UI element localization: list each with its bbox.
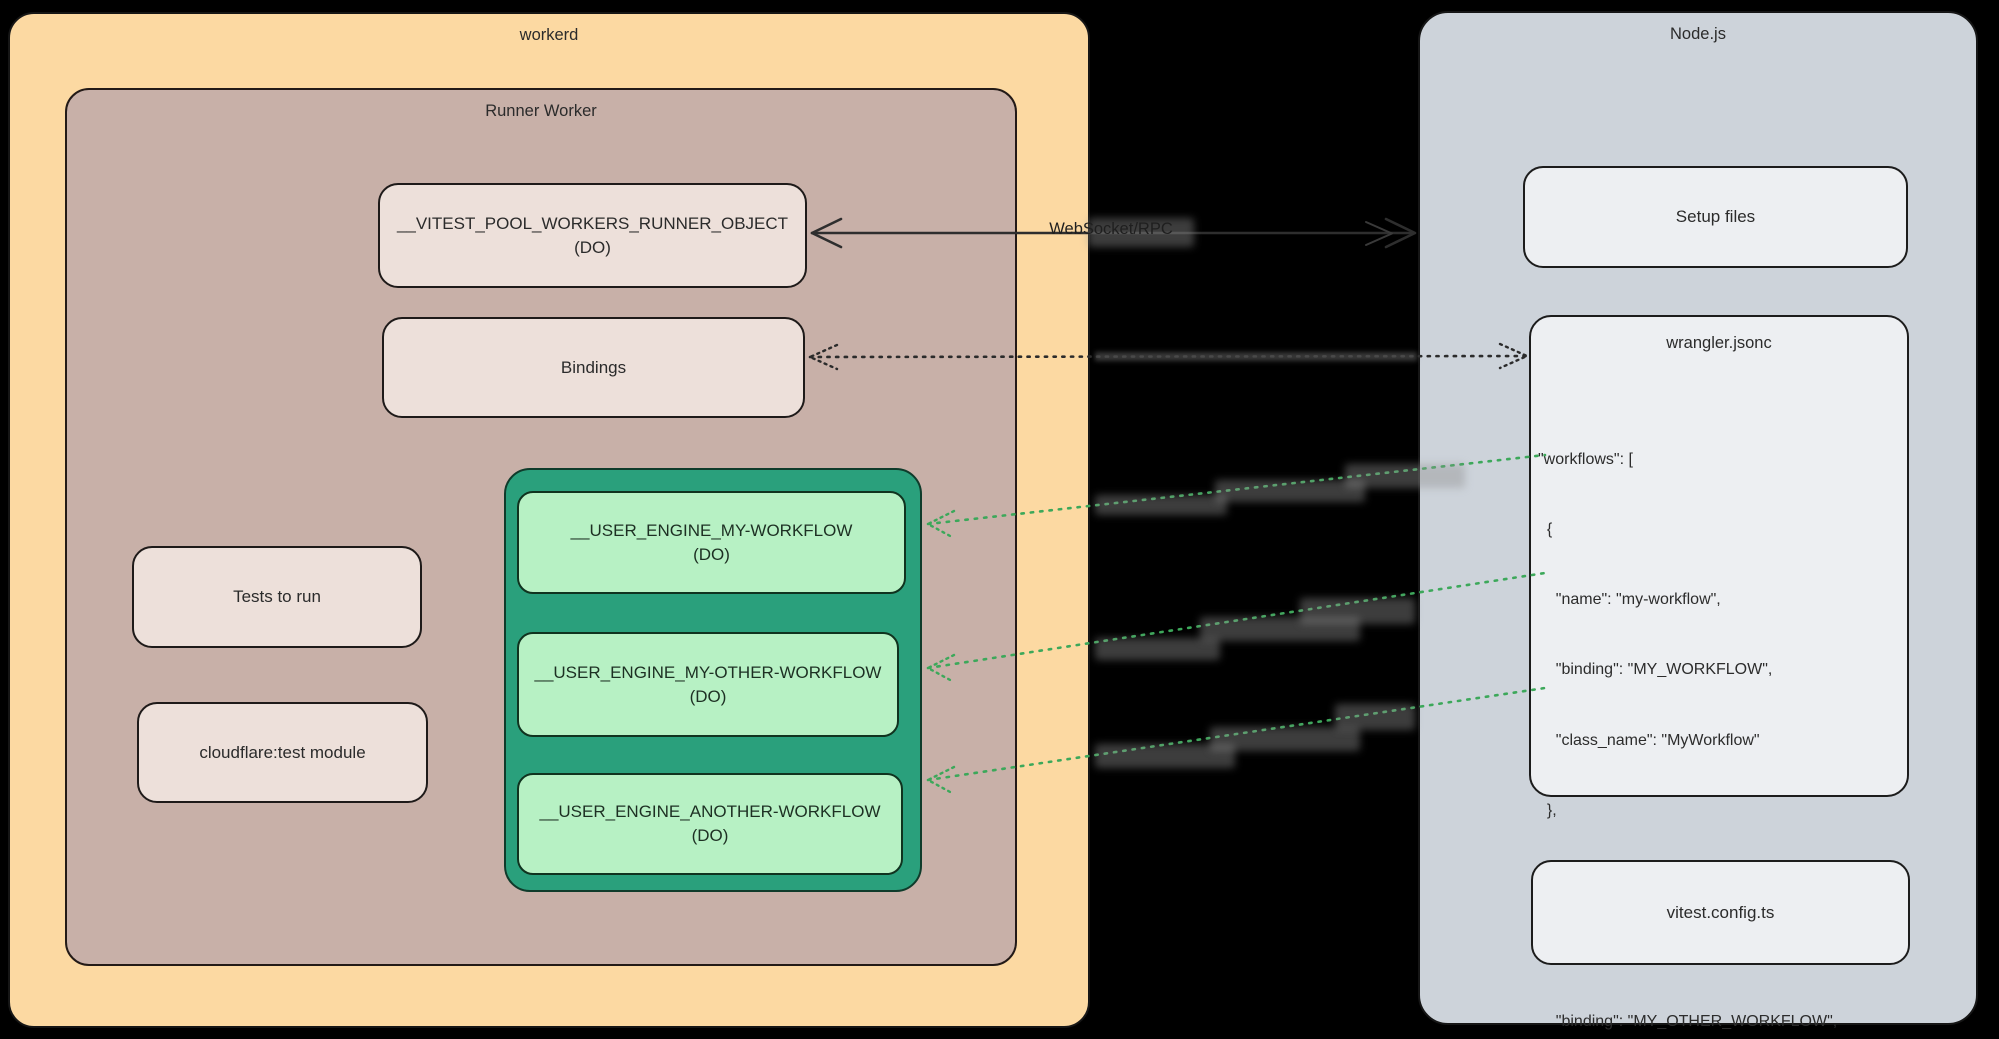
workflow-engine-node-my-other-workflow: __USER_ENGINE_MY-OTHER-WORKFLOW (DO)	[517, 632, 899, 737]
node-label-line: Bindings	[560, 357, 627, 377]
node-label-line: Setup files	[1675, 207, 1756, 226]
nodejs-label: Node.js	[1670, 25, 1726, 43]
bindings-node: Bindings	[382, 317, 805, 418]
runner-worker-label: Runner Worker	[485, 102, 597, 120]
node-label-line: (DO)	[691, 826, 729, 845]
render-artifact	[1335, 704, 1415, 730]
node-label-line: __USER_ENGINE_ANOTHER-WORKFLOW	[539, 802, 881, 821]
code-line: "class_name": "MyWorkflow"	[1538, 731, 1760, 749]
node-label-line: vitest.config.ts	[1666, 902, 1775, 922]
render-artifact	[1300, 598, 1415, 624]
workerd-label: workerd	[519, 26, 579, 44]
websocket-rpc-edge-label: WebSocket/RPC	[1049, 220, 1173, 238]
render-artifact	[1095, 495, 1227, 515]
render-artifact	[1210, 727, 1360, 751]
node-label-line: __USER_ENGINE_MY-OTHER-WORKFLOW	[534, 662, 882, 682]
setup-files-node: Setup files	[1523, 166, 1908, 268]
code-line: "binding": "MY_WORKFLOW",	[1538, 661, 1773, 679]
tests-to-run-node: Tests to run	[132, 546, 422, 648]
code-line: "binding": "MY_OTHER_WORKFLOW",	[1538, 1012, 1838, 1030]
wrangler-jsonc-node: wrangler.jsonc "workflows": [ { "name": …	[1529, 315, 1909, 1030]
node-label-line: (DO)	[693, 544, 730, 564]
node-label-line: __VITEST_POOL_WORKERS_RUNNER_OBJECT	[396, 213, 789, 233]
vitest-config-node: vitest.config.ts	[1531, 860, 1910, 965]
render-artifact	[1215, 480, 1365, 502]
cloudflare-test-module-node: cloudflare:test module	[137, 702, 428, 803]
node-label-line: __USER_ENGINE_MY-WORKFLOW	[570, 520, 853, 540]
vitest-pool-workers-runner-object-node: __VITEST_POOL_WORKERS_RUNNER_OBJECT (DO)	[378, 183, 807, 288]
code-line: {	[1538, 521, 1553, 539]
render-artifact	[1095, 352, 1417, 361]
node-label-line: (DO)	[574, 237, 611, 257]
render-artifact	[1095, 638, 1220, 660]
code-line: "name": "my-workflow",	[1538, 591, 1721, 609]
workflow-engine-node-my-workflow: __USER_ENGINE_MY-WORKFLOW (DO)	[517, 491, 906, 594]
code-line: "workflows": [	[1538, 450, 1633, 468]
code-line: },	[1538, 801, 1557, 819]
node-label-line: Tests to run	[233, 587, 321, 606]
node-label-line: (DO)	[689, 686, 727, 706]
workflow-engine-node-another-workflow: __USER_ENGINE_ANOTHER-WORKFLOW (DO)	[517, 773, 903, 875]
node-label-line: cloudflare:test module	[199, 742, 366, 762]
render-artifact	[1345, 464, 1465, 488]
wrangler-title: wrangler.jsonc	[1666, 334, 1772, 352]
